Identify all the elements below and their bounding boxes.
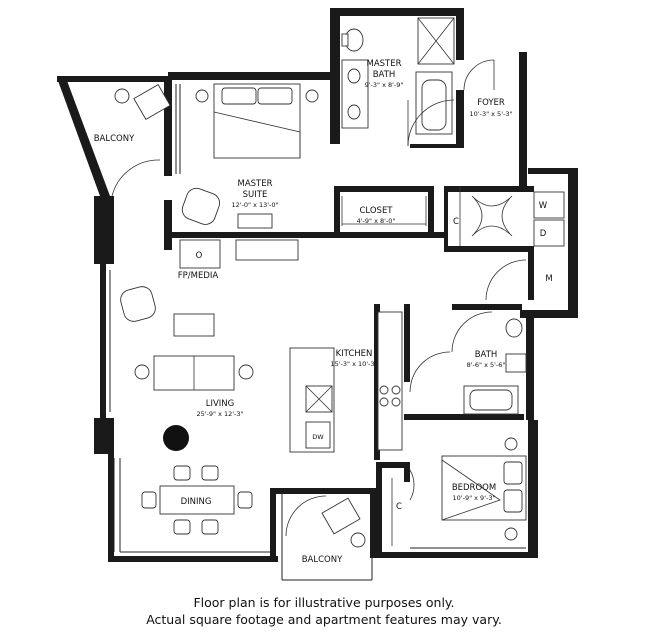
foyer-dims: 10'-3" x 5'-3" [470,110,513,118]
master-suite-dims: 12'-0" x 13'-0" [231,201,278,209]
master-bath-dims: 9'-3" x 8'-9" [365,81,404,89]
bedroom-dims: 10'-9" x 9'-3" [453,494,496,502]
kitchen-name: KITCHEN [336,349,373,359]
kitchen-dims: 15'-3" x 10'-3" [330,360,377,368]
fireplace-label: O [196,251,203,261]
bedroom-closet-c-label: C [396,502,402,512]
master-bath-name-1: MASTER [366,59,401,69]
room-labels: MASTER BATH 9'-3" x 8'-9" FOYER 10'-3" x… [94,59,553,565]
master-suite-name-1: MASTER [237,179,272,189]
balcony-bottom-name: BALCONY [302,555,343,565]
dining-name: DINING [181,497,212,507]
disclaimer-line-2: Actual square footage and apartment feat… [146,612,502,627]
dishwasher-label: DW [312,433,324,441]
bath-dims: 8'-6" x 5'-6" [467,361,506,369]
bath-name: BATH [475,350,498,360]
disclaimer-line-1: Floor plan is for illustrative purposes … [193,595,455,610]
balcony-top-name: BALCONY [94,134,135,144]
closet-name: CLOSET [359,206,393,216]
washer-label: W [539,201,548,211]
windows [103,84,526,581]
living-dims: 25'-9" x 12'-3" [196,410,243,418]
fp-media-name: FP/MEDIA [178,271,219,281]
master-suite-name-2: SUITE [243,190,268,200]
living-name: LIVING [206,399,235,409]
foyer-name: FOYER [477,98,505,108]
bedroom-name: BEDROOM [452,483,496,493]
master-bath-name-2: BATH [373,70,396,80]
walls [57,8,578,562]
closet-c-label: C [453,217,459,227]
mech-label: M [545,274,552,284]
closet-dims: 4'-9" x 8'-0" [357,217,396,225]
fixtures [111,17,565,548]
dryer-label: D [540,229,547,239]
